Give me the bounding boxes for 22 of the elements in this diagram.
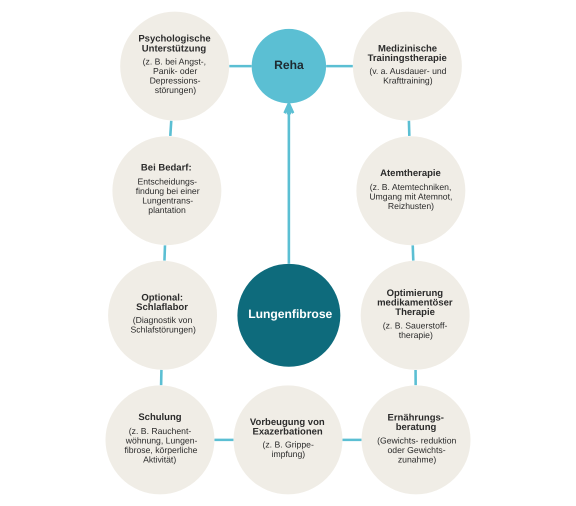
connector xyxy=(414,370,417,386)
node-circle: Reha xyxy=(252,28,326,104)
node-circle: Optimierung medikamentöser Therapie (z. B. Sauerstoff- therapie) xyxy=(360,260,470,370)
node-circle: Medizinische Trainingstherapie (v. a. Ausdauer- und Krafttraining) xyxy=(352,12,462,121)
node-circle: Lungenfibrose xyxy=(237,264,340,367)
connector xyxy=(163,245,166,261)
node-circle: Schulung (z. B. Rauchent- wöhnung, Lungen- fibrose, körperliche Aktivität) xyxy=(105,385,214,494)
connector xyxy=(342,438,362,442)
connector xyxy=(229,64,252,68)
node-circle: Optional: Schlaflabor (Diagnostik von Schlafstörungen) xyxy=(108,260,218,370)
arrow xyxy=(283,102,294,264)
node-circle: Ernährungs- beratung (Gewichts- reduktion oder Gewichts- zunahme) xyxy=(362,385,471,494)
node-circle: Bei Bedarf: Entscheidungs- findung bei einer Lungentrans- plantation xyxy=(112,136,222,246)
node-circle: Atemtherapie (z. B. Atemtechniken, Umgang mit Atemnot, Reizhusten) xyxy=(356,136,466,246)
connector xyxy=(411,245,415,261)
connector xyxy=(214,438,234,442)
node-circle: Psychologische Unterstützung (z. B. bei Angst-, Panik- oder Depressions- störungen) xyxy=(120,12,230,121)
connector xyxy=(408,120,411,136)
connector xyxy=(169,120,173,136)
connector xyxy=(160,370,163,386)
connector xyxy=(326,64,353,68)
node-circle: Vorbeugung von Exazerbationen (z. B. Grippe- impfung) xyxy=(234,385,342,494)
